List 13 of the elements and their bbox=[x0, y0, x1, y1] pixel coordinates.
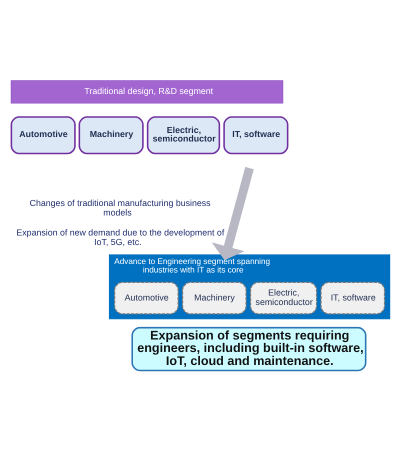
node-box: Machinery bbox=[182, 281, 247, 314]
node-box: IT, software bbox=[320, 281, 386, 314]
node-box: Automotive bbox=[114, 281, 179, 314]
node-box: Expansion of segments requiring engineers, including built-in software, IoT, cloud and maintenance. bbox=[131, 326, 366, 371]
arrow bbox=[212, 166, 254, 260]
label: Changes of traditional manufacturing business models bbox=[30, 197, 211, 217]
node-box: Machinery bbox=[78, 116, 144, 154]
label: Expansion of new demand due to the development of IoT, 5G, etc. bbox=[16, 226, 224, 246]
node-box: Automotive bbox=[10, 116, 76, 154]
node-box: IT, software bbox=[223, 116, 288, 154]
node-box: Traditional design, R&D segment bbox=[10, 80, 284, 103]
node-box: Electric, semiconductor bbox=[146, 116, 220, 154]
node-box: Electric, semiconductor bbox=[250, 281, 318, 314]
